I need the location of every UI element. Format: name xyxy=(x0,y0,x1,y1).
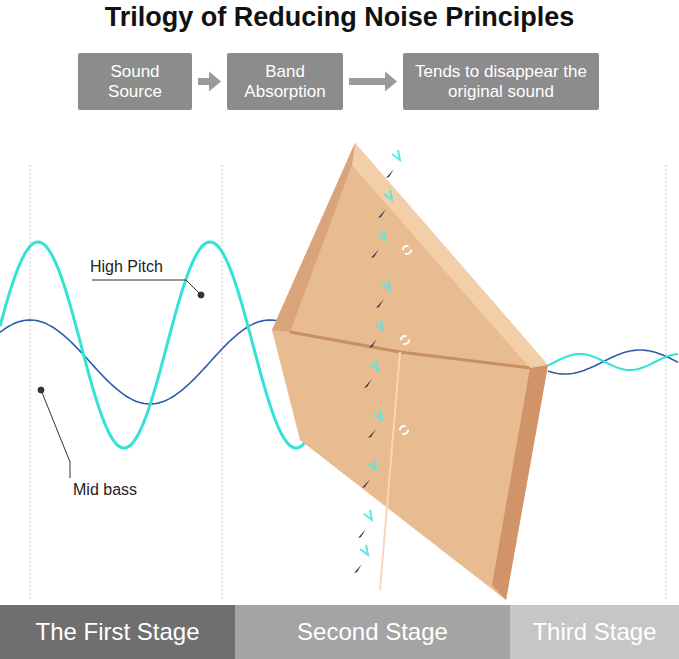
chevron-mark xyxy=(392,150,400,160)
arrow-shaft xyxy=(198,78,209,85)
panel-seam xyxy=(380,352,400,590)
arrow-mark xyxy=(371,249,379,258)
arrow-mark xyxy=(376,299,384,308)
arrow-head xyxy=(385,72,397,92)
stage-label: Second Stage xyxy=(297,618,448,646)
arrow-mark xyxy=(368,429,376,438)
chevron-mark xyxy=(382,280,390,290)
arrow-mark xyxy=(364,379,372,388)
high-pitch-wave xyxy=(548,354,678,370)
leader-line xyxy=(92,280,201,295)
process-box: Tends to disappear the original sound xyxy=(403,53,599,110)
arrow-mark xyxy=(362,479,370,488)
swirl-mark xyxy=(403,246,411,254)
chevron-mark xyxy=(360,545,368,555)
arrow-mark xyxy=(354,564,362,573)
acoustic-panel xyxy=(272,143,548,600)
flow-arrow xyxy=(198,72,221,92)
swirl-mark xyxy=(401,336,409,344)
panel-bevel xyxy=(492,365,548,600)
arrow-shaft xyxy=(349,78,385,85)
process-box: Band Absorption xyxy=(227,53,343,110)
chevron-mark xyxy=(368,460,376,470)
stage-label: The First Stage xyxy=(35,618,199,646)
arrow-mark xyxy=(386,169,394,178)
panel-body xyxy=(272,143,548,600)
guide-line xyxy=(222,165,223,600)
arrow-head xyxy=(209,72,221,92)
box-label: Sound Source xyxy=(88,62,182,102)
process-box: Sound Source xyxy=(78,53,192,110)
guide-line xyxy=(30,165,31,600)
leader-lines xyxy=(38,280,204,478)
panel-bevel xyxy=(352,143,548,368)
panel-seam xyxy=(290,332,530,368)
chevron-mark xyxy=(384,190,392,200)
stage-band: Second Stage xyxy=(235,605,510,659)
guide-line xyxy=(666,165,667,600)
title: Trilogy of Reducing Noise Principles xyxy=(0,2,679,33)
stage-band: The First Stage xyxy=(0,605,235,659)
chevron-mark xyxy=(375,320,383,330)
box-label: Tends to disappear the original sound xyxy=(413,62,589,102)
leader-dot xyxy=(198,292,204,298)
arrow-mark xyxy=(378,209,386,218)
wave-label: High Pitch xyxy=(90,258,163,276)
box-label: Band Absorption xyxy=(237,62,333,102)
arrow-mark xyxy=(358,529,366,538)
leader-dot xyxy=(38,387,44,393)
absorption-marks xyxy=(354,150,426,573)
stage-band: Third Stage xyxy=(510,605,679,659)
chevron-mark xyxy=(377,230,385,240)
chevron-mark xyxy=(374,410,382,420)
stage-label: Third Stage xyxy=(532,618,656,646)
chevron-mark xyxy=(370,360,378,370)
flow-arrow xyxy=(349,72,397,92)
mid-bass-wave xyxy=(548,350,678,374)
chevron-mark xyxy=(364,510,372,520)
leader-line xyxy=(41,390,70,478)
arrow-mark xyxy=(369,339,377,348)
swirl-mark xyxy=(418,166,426,174)
wave-label: Mid bass xyxy=(73,481,137,499)
swirl-mark xyxy=(400,426,408,434)
panel-bevel xyxy=(272,143,355,332)
swirl-mark xyxy=(390,526,398,534)
